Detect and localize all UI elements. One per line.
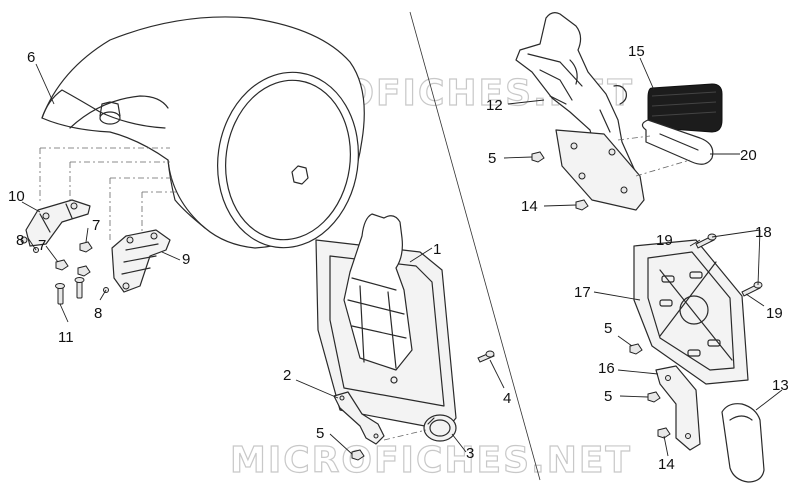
callout-6: 6 [27,49,35,66]
callout-labels: 6 10 7 7 8 8 9 11 1 2 3 4 5 15 12 5 20 1… [8,43,789,473]
bracket-9 [111,229,171,293]
reflector-15 [647,83,723,133]
callout-13: 13 [772,377,789,394]
screw-4 [477,350,495,363]
callout-7: 7 [92,217,100,234]
callout-20: 20 [740,147,757,164]
plate-17 [633,239,749,385]
bracket-20 [617,119,714,177]
nut-5-lower [351,449,365,461]
callout-14: 14 [658,456,675,473]
nut-5-upper [531,151,545,163]
callout-5: 5 [316,425,324,442]
plate-mount-12-lower [555,129,645,211]
cover-13 [721,403,765,483]
rear-fender [41,16,365,249]
callout-15: 15 [628,43,645,60]
callout-16: 16 [598,360,615,377]
bracket-10 [20,199,91,247]
nut-14-upper [575,199,589,211]
callout-19: 19 [766,305,783,322]
bracket-2 [333,391,385,445]
callout-5: 5 [604,388,612,405]
callout-9: 9 [182,251,190,268]
section-divider [409,11,541,481]
bracket-16 [655,365,701,451]
callout-2: 2 [283,367,291,384]
callout-14: 14 [521,198,538,215]
fender-guide-lines [39,147,178,240]
callout-7: 7 [38,237,46,254]
nut-5-right-b [647,391,661,403]
callout-19: 19 [656,232,673,249]
callout-11: 11 [58,329,74,346]
light-3 [383,414,457,442]
watermark-bottom: MICROFICHES.NET [230,440,632,481]
callout-12: 12 [486,97,503,114]
leader-lines [21,57,783,457]
callout-1: 1 [433,241,441,258]
callout-17: 17 [574,284,591,301]
callout-5: 5 [488,150,496,167]
callout-18: 18 [755,224,772,241]
callout-10: 10 [8,188,25,205]
callout-8: 8 [16,232,24,249]
nut-5-right-a [629,343,643,355]
callout-4: 4 [503,390,511,407]
callout-3: 3 [466,445,474,462]
callout-5: 5 [604,320,612,337]
nut-14-lower [657,427,671,439]
plate-holder-1 [315,213,457,431]
callout-8: 8 [94,305,102,322]
